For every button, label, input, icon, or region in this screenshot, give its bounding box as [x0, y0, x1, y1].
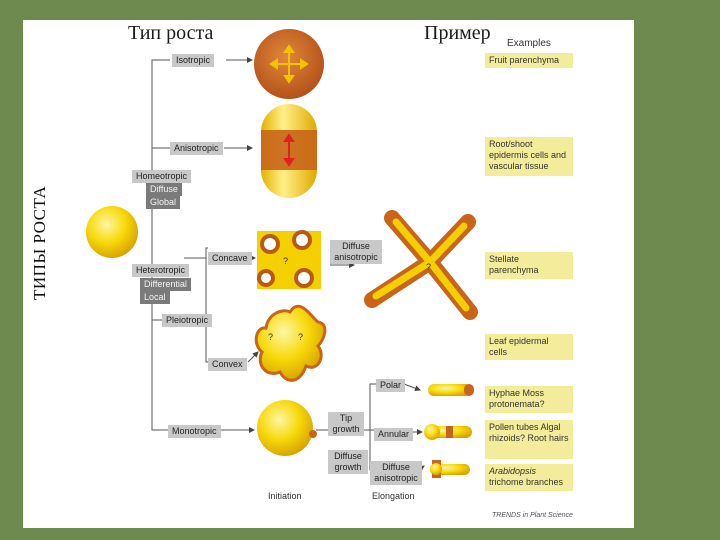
- convex-question-1: ?: [268, 332, 273, 342]
- footer-elongation: Elongation: [372, 491, 415, 501]
- stellate-cell: ?: [364, 210, 478, 320]
- label-diffuse: Diffuse: [146, 183, 182, 196]
- label-anisotropic: Anisotropic: [170, 142, 223, 155]
- label-polar: Polar: [376, 379, 406, 392]
- example-fruit: Fruit parenchyma: [485, 53, 573, 68]
- trichome-tube: [430, 460, 470, 478]
- example-stellate: Stellate parenchyma: [485, 252, 573, 279]
- label-diffuse-anisotropic-2: Diffuse anisotropic: [370, 461, 422, 485]
- label-diffuse-anisotropic: Diffuse anisotropic: [330, 240, 382, 264]
- label-tip-growth: Tip growth: [328, 412, 364, 436]
- label-concave: Concave: [208, 252, 252, 265]
- label-local: Local: [140, 291, 170, 304]
- example-heading: Пример: [424, 22, 491, 44]
- footer-initiation: Initiation: [268, 491, 302, 501]
- example-root: Root/shoot epidermis cells and vascular …: [485, 137, 573, 176]
- label-homeotropic: Homeotropic: [132, 170, 192, 183]
- label-pleiotropic: Pleiotropic: [162, 314, 213, 327]
- example-arabidopsis: Arabidopsis trichome branches: [485, 464, 573, 491]
- label-monotropic: Monotropic: [168, 425, 221, 438]
- convex-cell: ? ?: [254, 304, 327, 382]
- anisotropic-cell: [261, 104, 317, 198]
- monotropic-cell: [257, 400, 317, 456]
- polar-tube: [428, 384, 474, 396]
- label-differential: Differential: [140, 278, 191, 291]
- initial-cell: [86, 206, 138, 258]
- label-annular: Annular: [374, 428, 414, 441]
- annular-tube: [424, 424, 472, 440]
- concave-question: ?: [283, 256, 288, 266]
- example-pollen: Pollen tubes Algal rhizoids? Root hairs: [485, 420, 573, 459]
- label-heterotropic: Heterotropic: [132, 264, 190, 277]
- examples-small-heading: Examples: [507, 38, 551, 49]
- concave-cells: ?: [257, 230, 321, 289]
- label-global: Global: [146, 196, 181, 209]
- stellate-question: ?: [426, 262, 431, 272]
- growth-type-heading: Тип роста: [128, 22, 214, 44]
- convex-question-2: ?: [298, 332, 303, 342]
- example-leaf: Leaf epidermal cells: [485, 334, 573, 360]
- isotropic-cell: [254, 29, 324, 99]
- label-diffuse-growth: Diffuse growth: [328, 450, 368, 474]
- footer-credit: TRENDS in Plant Science: [492, 512, 573, 519]
- arabidopsis-rest: trichome branches: [489, 477, 564, 487]
- example-hyphae: Hyphae Moss protonemata?: [485, 386, 573, 413]
- label-convex: Convex: [208, 358, 247, 371]
- label-isotropic: Isotropic: [172, 54, 215, 67]
- arabidopsis-italic: Arabidopsis: [489, 466, 537, 476]
